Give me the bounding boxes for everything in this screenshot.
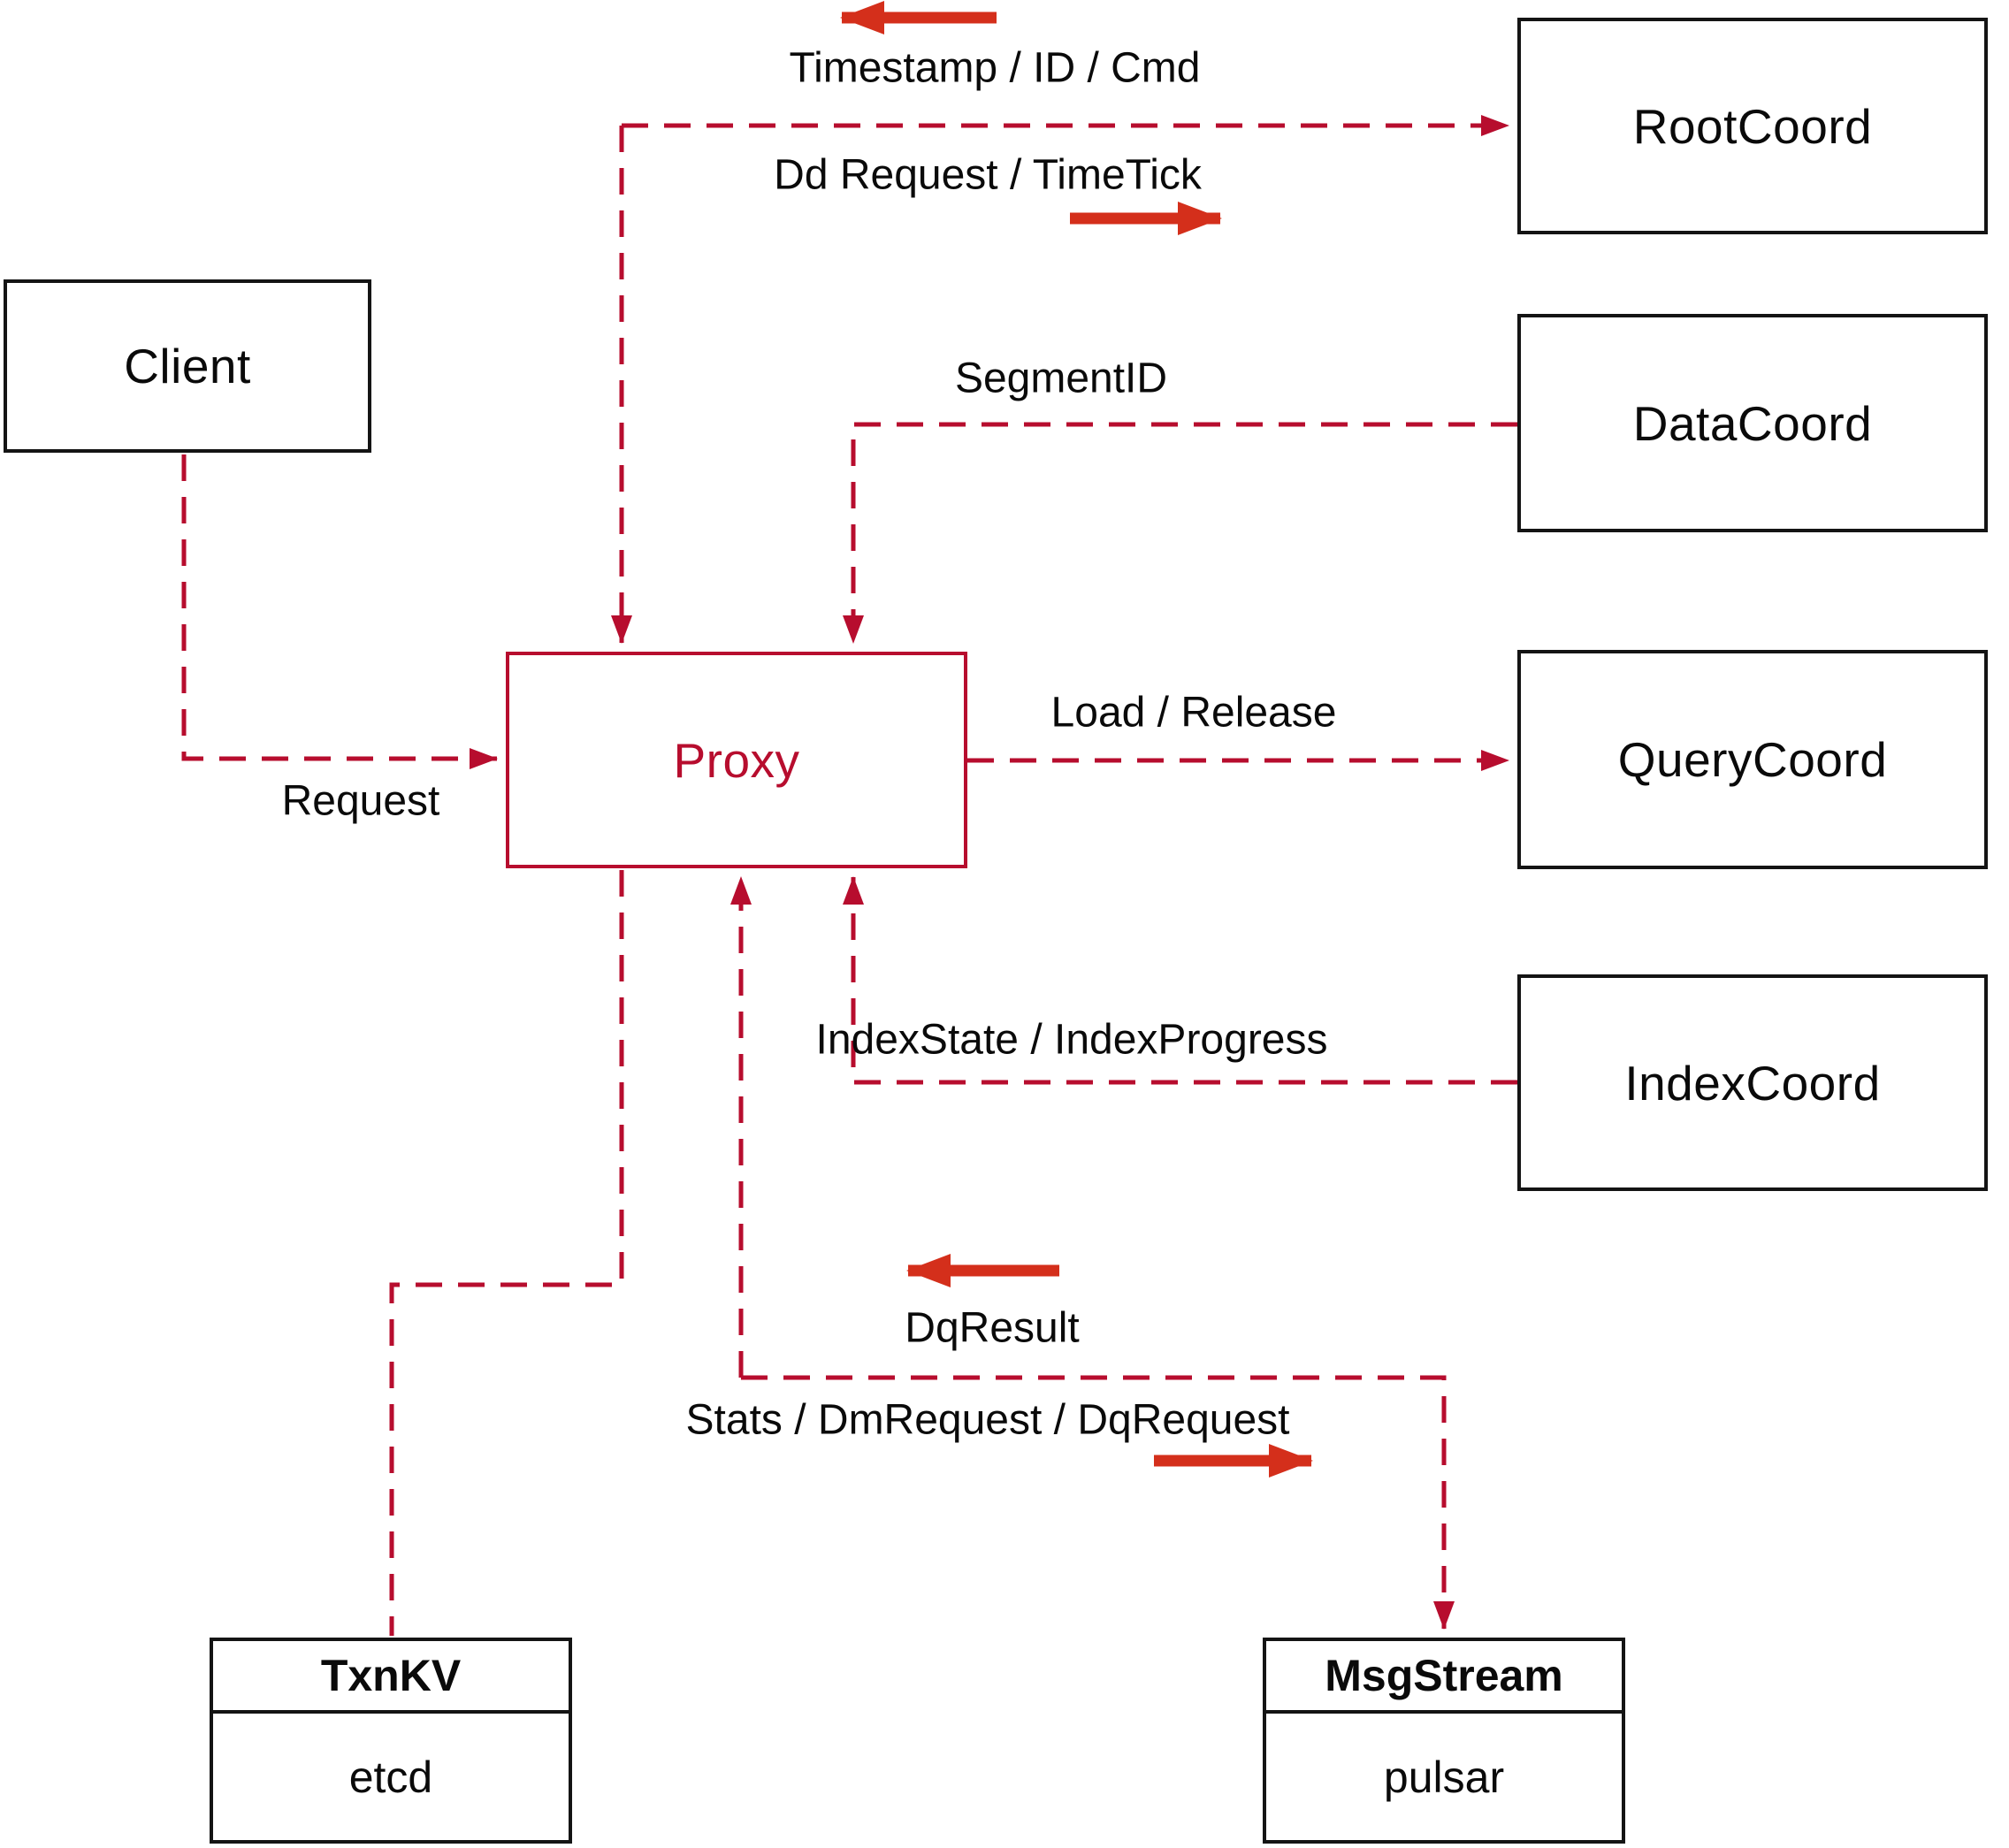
node-querycoord: QueryCoord [1517, 650, 1988, 869]
node-datacoord-label: DataCoord [1632, 395, 1873, 451]
node-rootcoord: RootCoord [1517, 18, 1988, 234]
node-client: Client [4, 279, 371, 453]
node-txnkv: TxnKV etcd [210, 1638, 572, 1844]
node-proxy: Proxy [506, 652, 967, 868]
node-indexcoord: IndexCoord [1517, 974, 1988, 1191]
edge-label-segmentid: SegmentID [954, 355, 1168, 402]
node-indexcoord-label: IndexCoord [1624, 1055, 1881, 1111]
node-client-label: Client [124, 339, 251, 393]
node-msgstream: MsgStream pulsar [1263, 1638, 1625, 1844]
edge-label-stats: Stats / DmRequest / DqRequest [685, 1396, 1290, 1444]
node-rootcoord-label: RootCoord [1632, 98, 1873, 154]
edge-label-dqresult: DqResult [905, 1304, 1080, 1352]
node-msgstream-title: MsgStream [1266, 1641, 1622, 1714]
node-datacoord: DataCoord [1517, 314, 1988, 532]
edge-label-load-release: Load / Release [1050, 689, 1337, 737]
node-txnkv-title: TxnKV [213, 1641, 569, 1714]
edge-label-request: Request [281, 777, 440, 825]
edge-label-indexstate: IndexState / IndexProgress [815, 1016, 1328, 1064]
node-msgstream-subtitle: pulsar [1383, 1752, 1505, 1802]
node-proxy-label: Proxy [673, 732, 800, 788]
node-querycoord-label: QueryCoord [1617, 732, 1888, 787]
edge-segmentid-line [843, 422, 1517, 644]
edge-request-line [181, 454, 498, 769]
edge-proxy-to-txnkv-line [389, 870, 624, 1636]
node-txnkv-subtitle: etcd [348, 1752, 433, 1802]
edge-label-timestamp: Timestamp / ID / Cmd [789, 44, 1201, 92]
edge-label-dd-request: Dd Request / TimeTick [774, 151, 1202, 199]
